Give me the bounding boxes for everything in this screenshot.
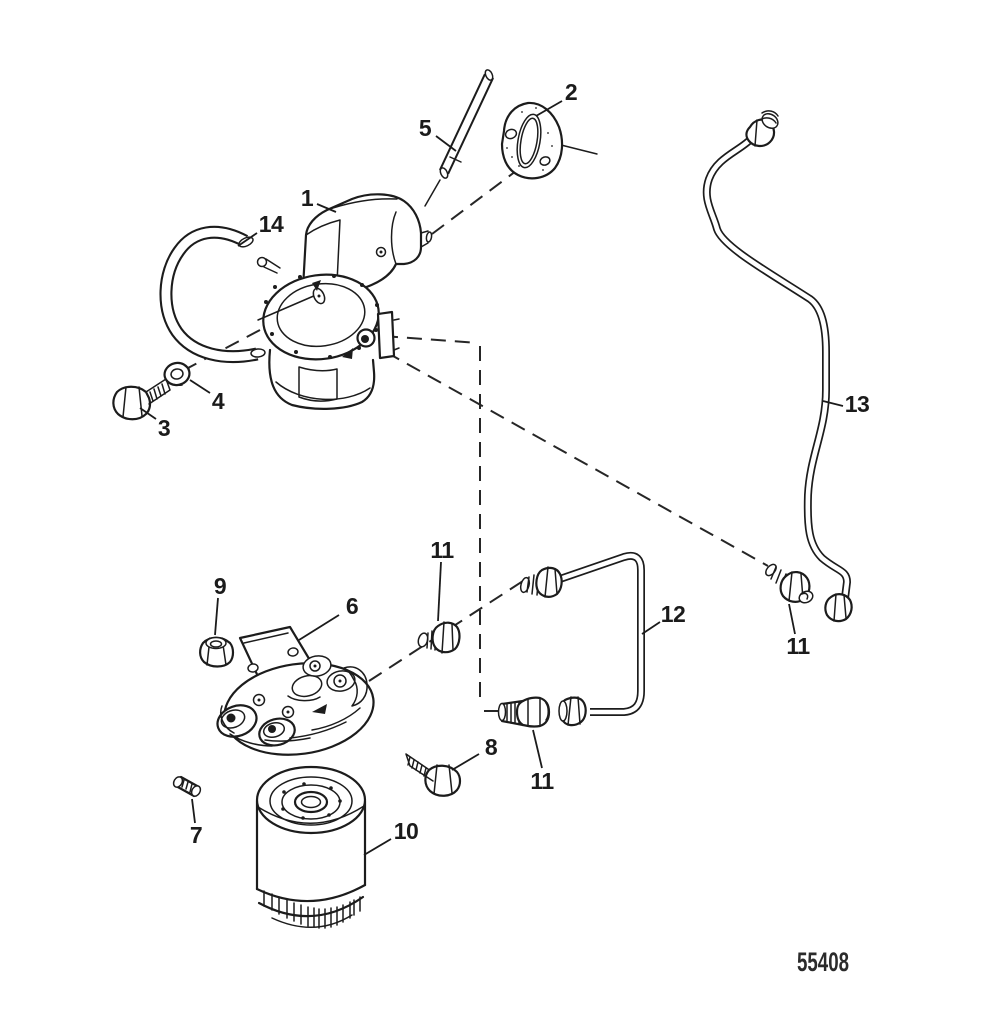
- callout-14: 14: [259, 211, 284, 237]
- callout-11a: 11: [430, 537, 454, 563]
- callout-12: 12: [661, 601, 686, 627]
- part-10-fuel-filter: [255, 765, 367, 929]
- part-6-filter-bracket: [216, 625, 375, 756]
- pump-pin: [256, 256, 268, 268]
- callout-8: 8: [485, 734, 498, 760]
- leader-line-3: [139, 407, 157, 420]
- tube-axis-line: [424, 179, 441, 207]
- leader-line-2: [535, 100, 563, 117]
- leader-line-12: [641, 621, 661, 635]
- callout-9: 9: [214, 573, 226, 599]
- part-11-fitting-middle: [417, 621, 461, 654]
- callout-10: 10: [394, 818, 419, 844]
- pump-outlet-stub: [425, 231, 433, 243]
- callout-11c: 11: [530, 768, 554, 794]
- screw-head: [424, 764, 462, 797]
- pump-flow-arrow: [342, 348, 353, 359]
- filter-center-hole: [293, 790, 329, 814]
- filter-crimp-bottom: [257, 895, 365, 918]
- leader-line-10: [363, 838, 392, 856]
- callout-13: 13: [845, 391, 870, 417]
- pump-diaphragm-flange: [262, 273, 380, 361]
- callout-4: 4: [212, 388, 225, 414]
- callout-5: 5: [419, 115, 432, 141]
- callout-11b: 11: [786, 633, 810, 659]
- leader-line-11a: [437, 561, 442, 622]
- dashed-line-head-to-hose: [368, 580, 524, 682]
- leader-line-13: [822, 400, 844, 407]
- leader-line-11b: [788, 603, 796, 635]
- leader-line-8: [451, 753, 480, 771]
- callout-1: 1: [301, 185, 314, 211]
- part-5-pushrod-tube: [439, 69, 494, 179]
- filter-crimp-top: [255, 883, 367, 903]
- part-4-lock-washer: [163, 361, 191, 387]
- leader-line-7: [191, 798, 196, 824]
- part-14-hose: [159, 225, 266, 364]
- part-9-nut: [199, 636, 235, 668]
- part-13-fuel-line: [702, 110, 853, 623]
- line-end-nut: [824, 593, 853, 623]
- gasket-bolt-hole: [539, 156, 551, 166]
- dashed-line-pump-to-bolt: [187, 329, 261, 369]
- leader-line-5: [435, 135, 457, 152]
- part-2-gasket: [500, 101, 564, 180]
- leader-line-4: [189, 379, 211, 394]
- part-11-fitting-right: [765, 563, 814, 604]
- dashed-line-pump-to-fitting: [385, 351, 769, 567]
- flange-bolt-dots: [264, 274, 379, 359]
- filter-crimp-flutes: [263, 890, 361, 929]
- assembly-dashed-lines: [187, 142, 769, 712]
- dashed-line-pump-to-corner: [382, 335, 479, 344]
- hose-open-end: [250, 348, 266, 358]
- gasket-stipple: [506, 107, 553, 171]
- part-12-fuel-hose: [519, 551, 645, 727]
- callout-6: 6: [346, 593, 358, 619]
- gasket-bolt-hole: [504, 128, 518, 140]
- hose-end-fitting: [535, 566, 563, 598]
- leader-line-6: [298, 614, 340, 641]
- part-8-screw: [405, 753, 462, 797]
- filter-logo-dots: [281, 782, 342, 820]
- leader-line-14: [237, 232, 258, 247]
- part-1-fuel-pump: [256, 193, 433, 410]
- leader-line-9: [214, 597, 219, 636]
- leader-line-1: [316, 203, 337, 213]
- head-arrow: [312, 704, 327, 714]
- callout-2: 2: [565, 79, 577, 105]
- callout-3: 3: [158, 415, 170, 441]
- pump-outlet-plate: [376, 310, 396, 360]
- part-7-plug: [172, 775, 202, 798]
- bolt-head: [112, 385, 152, 421]
- part-11-fitting-elbow: [497, 696, 551, 728]
- drawing-number: 55408: [797, 947, 849, 977]
- part-3-bolt: [112, 378, 171, 421]
- callout-7: 7: [190, 822, 202, 848]
- pump-arrow: [312, 280, 321, 291]
- tube-open-end: [439, 167, 449, 179]
- leader-line-11c: [532, 729, 543, 769]
- gasket-outline: [500, 101, 564, 180]
- dashed-line-pump-to-gasket: [431, 170, 517, 235]
